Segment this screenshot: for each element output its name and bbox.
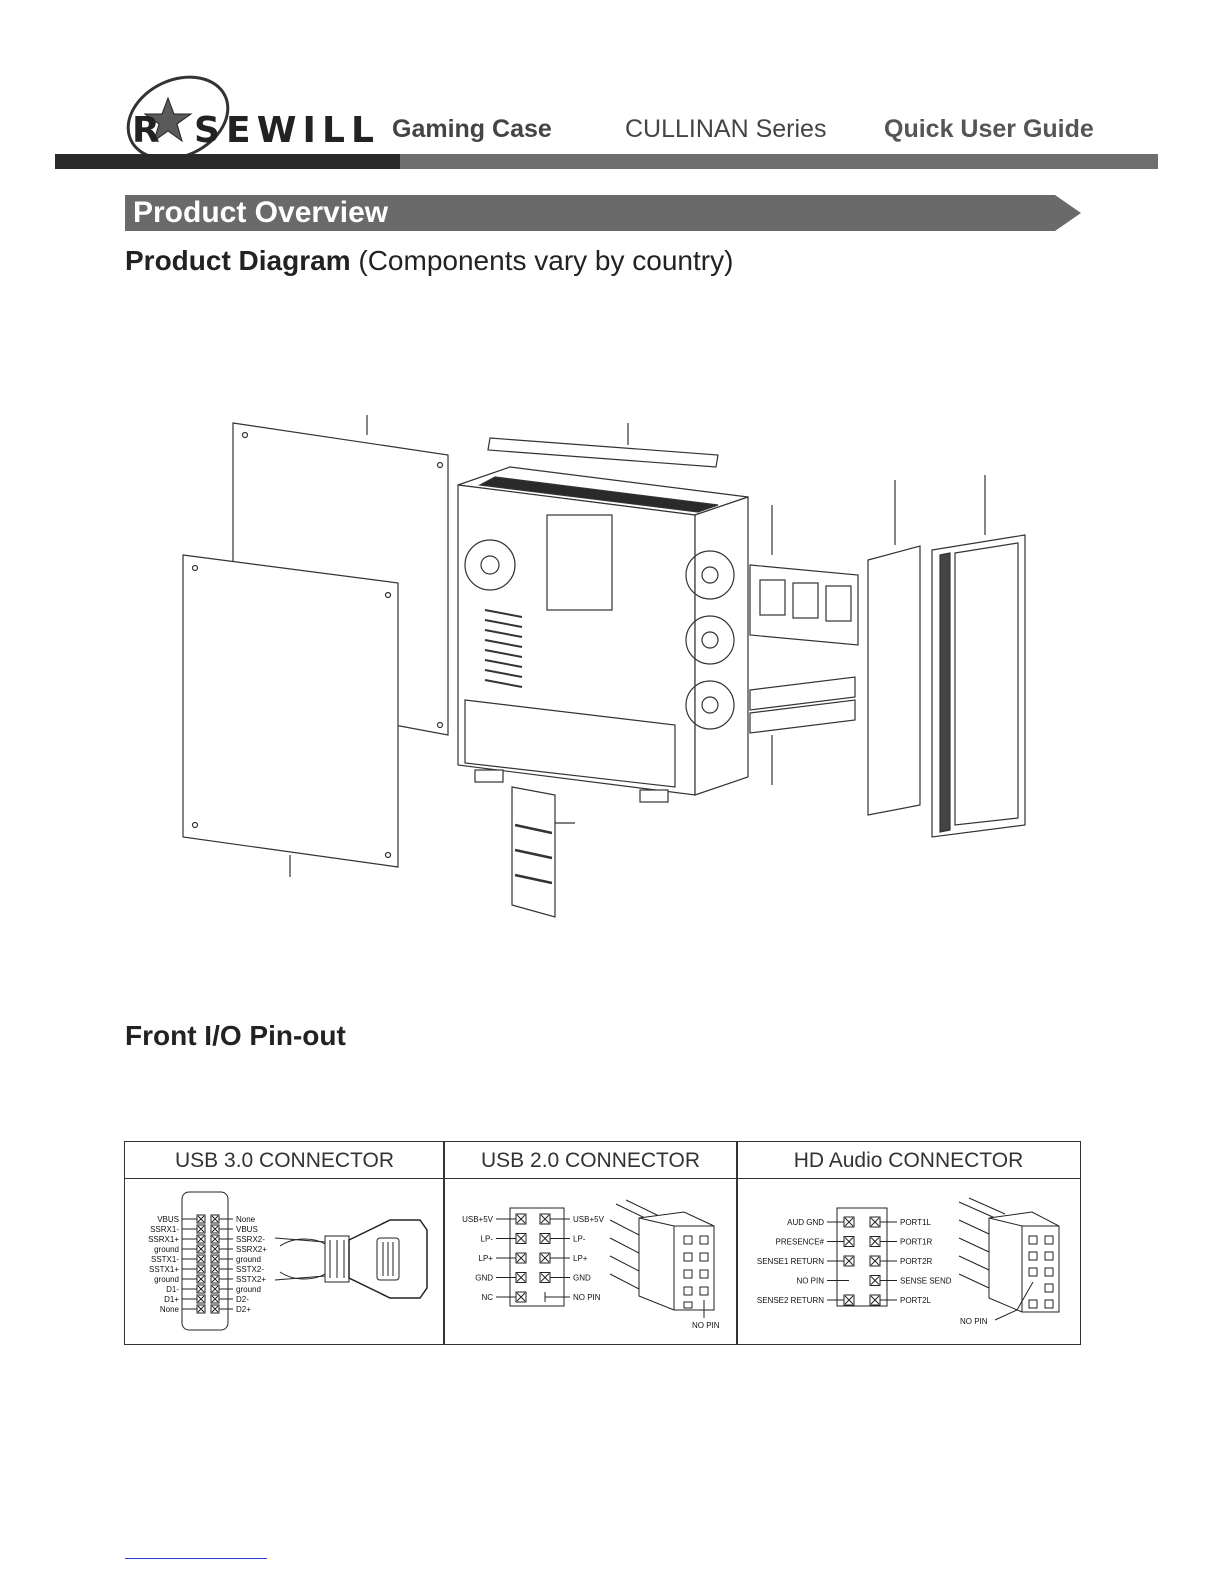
usb2-pinout-diagram: USB+5V LP- LP+ GND NC USB+5V LP- LP+ GND NO PIN N…: [462, 1199, 720, 1330]
rosewill-logo: R SEWILL: [126, 75, 378, 161]
top-dust-filter: [487, 437, 719, 468]
column-divider: [443, 1142, 445, 1344]
audio-no-pin-note: NO PIN: [960, 1317, 988, 1326]
usb2-header: USB 2.0 CONNECTOR: [444, 1142, 737, 1179]
hdd-cages: [749, 676, 856, 734]
usb2-left-pin-label: GND: [475, 1274, 493, 1283]
usb3-right-pin-label: SSRX2-: [236, 1235, 265, 1244]
front-dust-filter: [867, 545, 921, 816]
usb3-left-pin-label: ground: [154, 1275, 179, 1284]
audio-left-pin-label: PRESENCE#: [776, 1238, 825, 1247]
usb2-left-pin-label: NC: [481, 1293, 493, 1302]
section-banner: [125, 195, 1081, 231]
usb3-right-pin-label: VBUS: [236, 1225, 258, 1234]
usb3-right-pin-label: SSTX2-: [236, 1265, 264, 1274]
usb3-left-pin-label: D1+: [164, 1295, 179, 1304]
usb3-header: USB 3.0 CONNECTOR: [125, 1142, 444, 1179]
usb2-left-pin-label: LP-: [481, 1235, 494, 1244]
usb3-left-pin-label: D1-: [166, 1285, 179, 1294]
svg-text:R: R: [132, 110, 160, 151]
diagram-heading-note: (Components vary by country): [350, 245, 734, 276]
usb2-right-pin-label: NO PIN: [573, 1293, 601, 1302]
usb3-cable: [274, 1219, 428, 1299]
usb2-right-pin-label: USB+5V: [573, 1215, 605, 1224]
diagram-heading-bold: Product Diagram: [125, 245, 351, 276]
chassis: [457, 466, 749, 803]
audio-left-pin-label: AUD GND: [787, 1218, 824, 1227]
usb3-right-pin-label: SSRX2+: [236, 1245, 267, 1254]
audio-right-pin-label: SENSE SEND: [900, 1277, 952, 1286]
section-title: Product Overview: [133, 196, 389, 229]
usb2-left-pin-label: LP+: [479, 1254, 494, 1263]
usb3-right-pin-label: SSTX2+: [236, 1275, 266, 1284]
column-divider: [736, 1142, 738, 1344]
front-panel: [931, 534, 1026, 838]
usb3-left-pin-label: ground: [154, 1245, 179, 1254]
usb3-right-pin-label: D2+: [236, 1305, 251, 1314]
header-guide-title: Quick User Guide: [884, 115, 1094, 143]
gpu-support-bracket: [511, 786, 556, 918]
audio-right-pin-label: PORT2L: [900, 1296, 932, 1305]
usb2-right-pin-label: LP-: [573, 1235, 586, 1244]
usb3-left-pin-label: SSRX1-: [150, 1225, 179, 1234]
ssd-bracket: [749, 564, 859, 646]
pinout-table: USB 3.0 CONNECTOR USB 2.0 CONNECTOR HD A…: [124, 1141, 1081, 1345]
diagram-heading: Product Diagram (Components vary by coun…: [125, 245, 733, 277]
usb3-left-pin-label: SSTX1+: [149, 1265, 179, 1274]
svg-text:SEWILL: SEWILL: [194, 110, 378, 151]
audio-header: HD Audio CONNECTOR: [737, 1142, 1080, 1179]
audio-pinout-diagram: AUD GND PRESENCE# SENSE1 RETURN NO PIN SENSE…: [757, 1197, 1060, 1326]
audio-right-pin-label: PORT2R: [900, 1257, 933, 1266]
audio-left-pin-label: SENSE1 RETURN: [757, 1257, 824, 1266]
product-exploded-diagram: [182, 415, 1026, 918]
usb2-right-pin-label: LP+: [573, 1254, 588, 1263]
header-bar-gray: [400, 154, 1158, 169]
usb3-left-pin-label: SSTX1-: [151, 1255, 179, 1264]
header-bar-dark: [55, 154, 400, 169]
usb3-pinout-diagram: VBUSSSRX1-SSRX1+groundSSTX1-SSTX1+ground…: [148, 1191, 428, 1331]
usb2-right-pin-label: GND: [573, 1274, 591, 1283]
usb3-right-pin-label: D2-: [236, 1295, 249, 1304]
usb3-right-pin-label: ground: [236, 1285, 261, 1294]
audio-left-pin-label: NO PIN: [796, 1277, 824, 1286]
audio-left-pin-label: SENSE2 RETURN: [757, 1296, 824, 1305]
audio-right-pin-label: PORT1L: [900, 1218, 932, 1227]
pinout-heading: Front I/O Pin-out: [125, 1020, 346, 1051]
usb3-left-pin-label: None: [160, 1305, 180, 1314]
footer-link-underline: [125, 1558, 267, 1559]
header-product-type: Gaming Case: [392, 115, 552, 143]
audio-right-pin-label: PORT1R: [900, 1238, 933, 1247]
header-series: CULLINAN Series: [625, 115, 827, 143]
audio-connector-drawing: [958, 1197, 1060, 1321]
usb3-left-pin-label: SSRX1+: [148, 1235, 179, 1244]
usb2-no-pin-note: NO PIN: [692, 1321, 720, 1330]
usb3-left-pin-label: VBUS: [157, 1215, 179, 1224]
usb2-left-pin-label: USB+5V: [462, 1215, 494, 1224]
usb2-connector-drawing: [609, 1199, 715, 1318]
usb3-right-pin-label: None: [236, 1215, 256, 1224]
side-panel-front: [182, 554, 399, 868]
usb3-right-pin-label: ground: [236, 1255, 261, 1264]
